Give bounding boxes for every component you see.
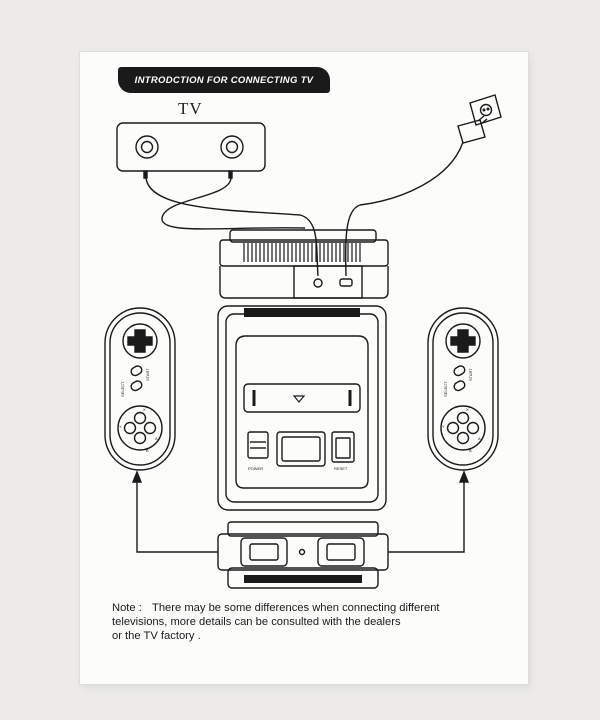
power-port-icon (339, 278, 353, 287)
reset-label: RESET (334, 466, 348, 471)
console-top-view (217, 305, 387, 511)
controller-1-select-label: SELECT (120, 381, 125, 397)
controller-1-start-label: START (145, 368, 150, 381)
console-back-vents (243, 243, 361, 262)
controller-1-y-label: Y (119, 424, 122, 429)
note-line-2: televisions, more details can be consult… (112, 616, 401, 628)
tv-icon (116, 122, 266, 179)
controller-2-b-label: B (469, 448, 472, 453)
controller-2-select-label: SELECT (443, 381, 448, 397)
controller-1-icon (104, 307, 176, 471)
controller-1-b-label: B (146, 448, 149, 453)
controller-1-cable-arrow (131, 470, 218, 553)
section-banner: INTRODCTION FOR CONNECTING TV (118, 67, 330, 93)
controller-2-y-label: Y (442, 424, 445, 429)
note-line-1: There may be some differences when conne… (152, 602, 440, 614)
controller-2-cable-arrow (388, 470, 470, 553)
controller-2-x-label: X (466, 407, 469, 412)
power-plug-icon (457, 115, 488, 144)
controller-2-a-label: A (478, 436, 481, 441)
console-top-vents (244, 308, 360, 317)
controller-1-x-label: X (143, 407, 146, 412)
power-cable (344, 141, 464, 277)
tv-label: TV (178, 99, 203, 118)
power-label: POWER (248, 466, 263, 471)
banner-title: INTRODCTION FOR CONNECTING TV (134, 74, 314, 86)
av-port-icon (313, 278, 323, 288)
console-front-view (217, 521, 389, 589)
note-line-3: or the TV factory . (112, 630, 201, 642)
note-label: Note : (112, 602, 142, 614)
controller-2-icon (427, 307, 499, 471)
power-socket-icon (469, 94, 502, 126)
controller-2-start-label: START (468, 368, 473, 381)
controller-1-a-label: A (155, 436, 158, 441)
console-back-view (219, 229, 389, 299)
